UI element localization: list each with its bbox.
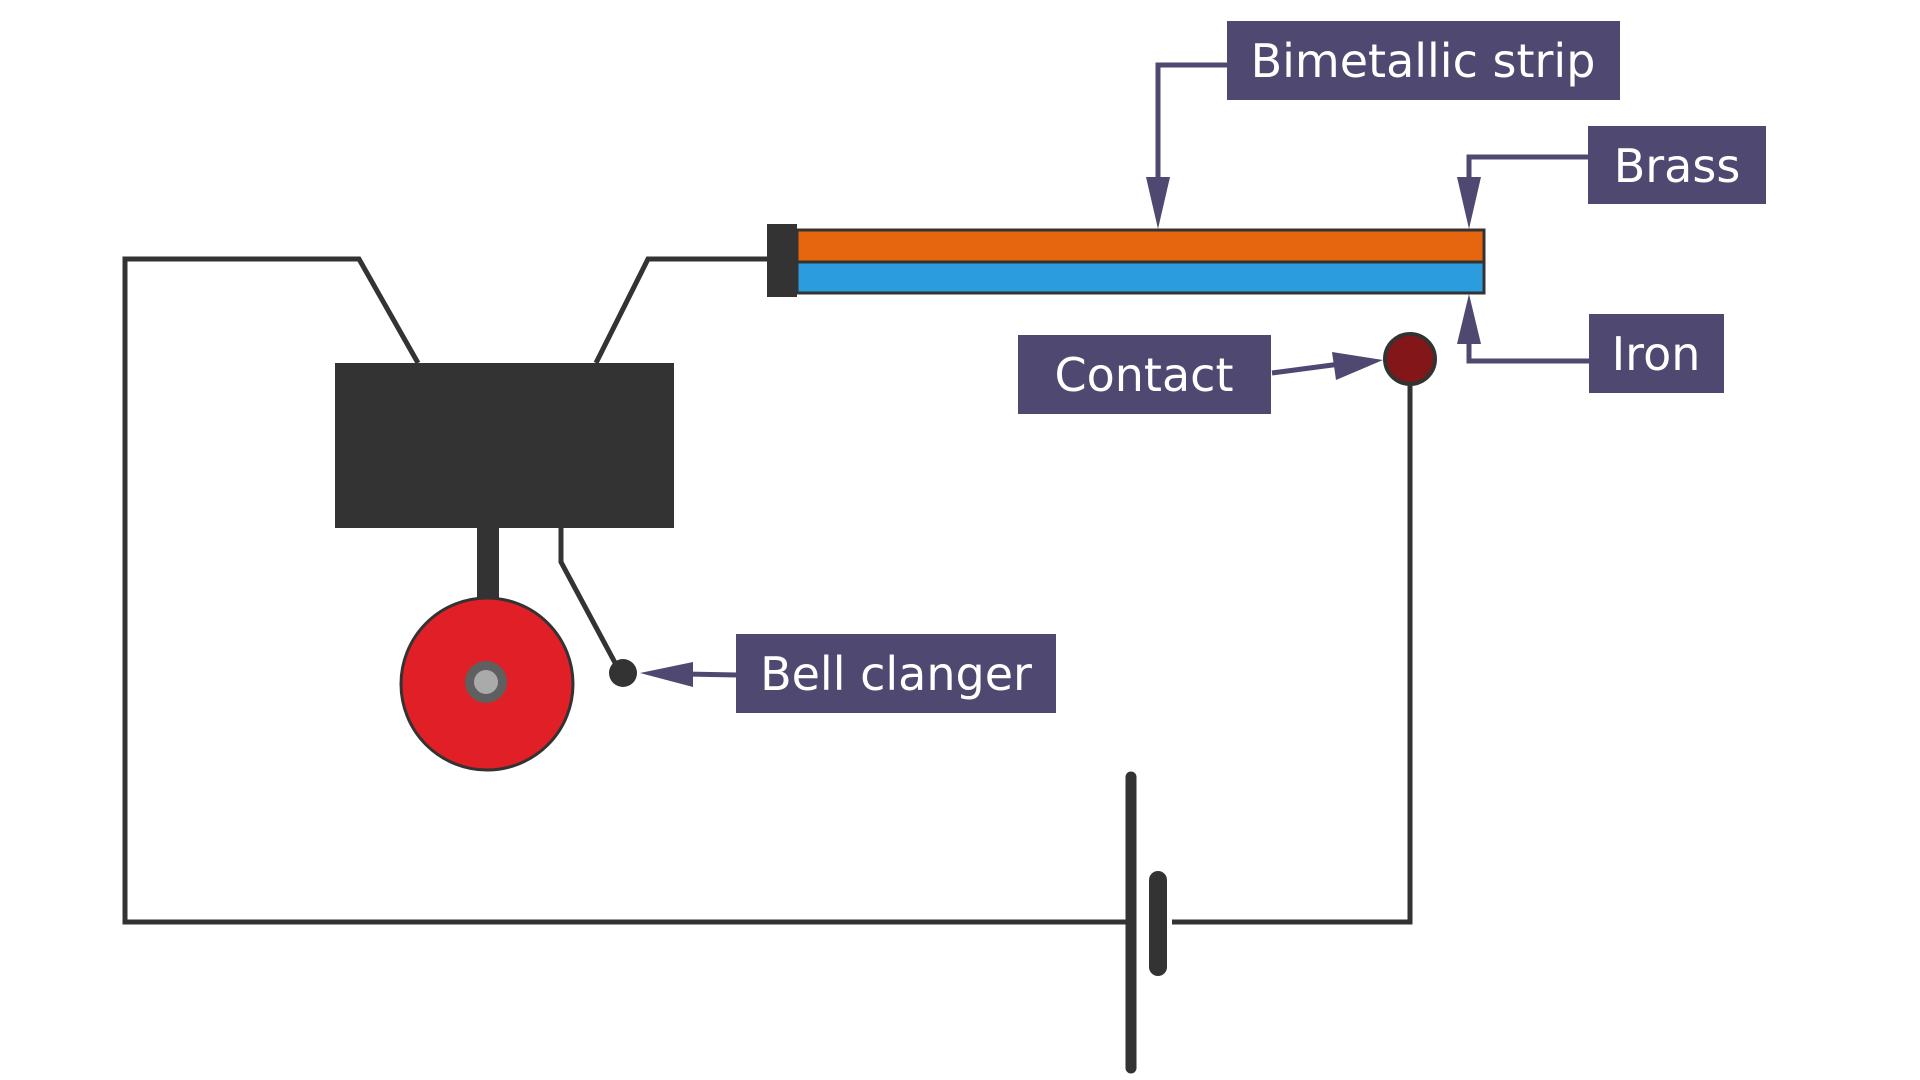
leader-bimetallic	[1155, 62, 1228, 185]
label-bell-clanger-text: Bell clanger	[760, 647, 1032, 701]
label-bimetallic-strip: Bimetallic strip	[1227, 21, 1620, 100]
wire-magnet-to-strip	[593, 256, 770, 365]
bell-stem	[477, 528, 499, 600]
clanger-arm	[558, 526, 623, 674]
label-iron-text: Iron	[1612, 327, 1701, 381]
contact-point	[1383, 332, 1437, 386]
label-bimetallic-strip-text: Bimetallic strip	[1251, 34, 1596, 88]
arrowhead-contact	[1332, 352, 1383, 380]
clanger-ball	[609, 659, 637, 687]
leader-bell-clanger	[684, 671, 738, 678]
electromagnet-block	[335, 363, 674, 528]
label-brass: Brass	[1588, 126, 1766, 204]
leader-brass	[1466, 154, 1589, 185]
wire-contact-to-battery	[1172, 360, 1413, 925]
iron-layer	[795, 260, 1486, 295]
arrowhead-bimetallic	[1146, 177, 1170, 229]
leader-iron	[1466, 335, 1589, 364]
strip-clamp	[767, 224, 797, 297]
label-contact-text: Contact	[1055, 348, 1234, 402]
brass-layer	[795, 228, 1486, 264]
label-iron: Iron	[1589, 314, 1724, 393]
arrowhead-brass	[1457, 177, 1481, 229]
arrowhead-bell-clanger	[640, 662, 693, 687]
arrowhead-iron	[1457, 294, 1481, 344]
label-brass-text: Brass	[1614, 139, 1741, 193]
label-contact: Contact	[1018, 335, 1271, 414]
label-bell-clanger: Bell clanger	[736, 634, 1056, 713]
leader-contact	[1271, 361, 1341, 376]
wire-left-loop	[122, 256, 1126, 925]
bell-knob-inner	[474, 670, 498, 694]
